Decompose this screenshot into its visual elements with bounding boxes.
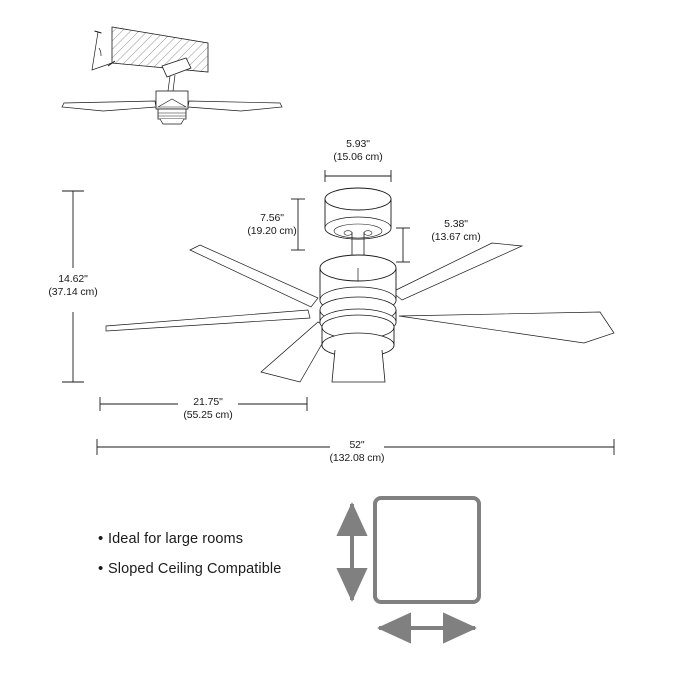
canopy-screw-right [363, 230, 373, 236]
motor-housing-inches: 5.38" [444, 218, 468, 230]
fan-blade-upper-left [189, 244, 319, 308]
fan-blades-group [105, 242, 615, 383]
overall-height-inches: 14.62" [58, 273, 88, 285]
angle-tick-top [94, 30, 102, 34]
full-span-dimension [96, 439, 615, 455]
fan-canopy-assembly [324, 187, 392, 267]
sloped-mount-bracket [161, 57, 192, 78]
motor-housing-metric: (13.67 cm) [431, 230, 481, 243]
canopy-screw-left [343, 230, 353, 236]
canopy-width-label: 5.93" (15.06 cm) [308, 138, 408, 164]
overall-height-metric: (37.14 cm) [48, 285, 98, 298]
bullet-icon: • [98, 530, 104, 547]
fan-blade-upper-right [391, 242, 524, 301]
fan-motor-housing-group [319, 254, 397, 383]
fan-blade-left [105, 309, 311, 332]
feature-label: Ideal for large rooms [108, 531, 244, 547]
blade-span-half-metric: (55.25 cm) [183, 408, 233, 421]
fan-blade-right [398, 311, 615, 344]
ceiling-angle-leader [91, 31, 113, 71]
feature-list: • Ideal for large rooms • Sloped Ceiling… [98, 528, 348, 588]
sloped-blade-hub [156, 98, 188, 108]
overall-height-label: 14.62" (37.14 cm) [23, 273, 123, 299]
sloped-ceiling-view [61, 26, 283, 125]
feature-label: Sloped Ceiling Compatible [108, 561, 282, 577]
blade-span-full-inches: 52" [349, 439, 365, 451]
room-size-icon [336, 496, 481, 644]
sloped-blade-left [61, 100, 157, 112]
blade-span-full-metric: (132.08 cm) [329, 451, 385, 464]
half-span-dimension [99, 397, 308, 411]
canopy-width-metric: (15.06 cm) [333, 150, 383, 163]
list-item: • Sloped Ceiling Compatible [98, 558, 348, 580]
sloped-light-bottom [159, 118, 185, 125]
bullet-icon: • [98, 560, 104, 577]
angle-tick-bottom [107, 60, 116, 67]
downrod-drop-metric: (19.20 cm) [247, 224, 297, 237]
overall-height-dimension [62, 190, 84, 383]
canopy-top-ellipse [324, 187, 392, 211]
room-square-outline [373, 496, 481, 604]
blade-span-full-label: 52" (132.08 cm) [305, 439, 409, 465]
canopy-inner-ellipse [333, 223, 383, 239]
downrod-drop-label: 7.56" (19.20 cm) [222, 212, 322, 238]
light-glass-shade [331, 349, 386, 383]
sloped-blade-right [187, 100, 283, 112]
sloped-light-kit [157, 108, 187, 120]
downrod-drop-inches: 7.56" [260, 212, 284, 224]
motor-housing-height-label: 5.38" (13.67 cm) [410, 218, 502, 244]
blade-span-half-inches: 21.75" [193, 396, 223, 408]
blade-span-half-label: 21.75" (55.25 cm) [158, 396, 258, 422]
housing-height-dimension [396, 227, 410, 263]
canopy-width-inches: 5.93" [346, 138, 370, 150]
sloped-ceiling-hatch [111, 26, 209, 73]
downrod-drop-dimension [291, 198, 305, 251]
fan-blade-front-left [260, 321, 331, 383]
angle-arc [98, 47, 102, 57]
list-item: • Ideal for large rooms [98, 528, 348, 550]
canopy-width-dimension [324, 170, 392, 182]
sloped-downrod [167, 74, 176, 92]
